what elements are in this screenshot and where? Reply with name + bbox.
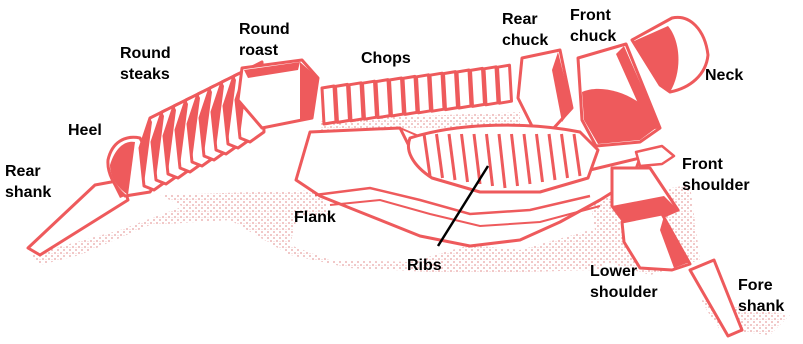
chop-slice	[484, 67, 498, 105]
label-rear-shank: Rear	[5, 163, 41, 180]
cut-fore-shank	[690, 260, 742, 336]
label-fore-shank: Fore	[738, 277, 773, 294]
label-front-shoulder: shoulder	[682, 177, 750, 194]
label-rear-shank: shank	[5, 184, 51, 201]
chop-slice	[417, 75, 431, 113]
chop-slice	[403, 76, 417, 114]
chop-slice	[430, 73, 444, 111]
cut-front-shoulder	[612, 146, 678, 222]
cut-rear-chuck	[518, 50, 572, 130]
chop-slice	[376, 80, 390, 118]
label-front-chuck: Front	[570, 7, 612, 24]
chop-slice	[363, 81, 377, 119]
label-lower-shoulder: Lower	[590, 263, 637, 280]
chop-slice	[498, 65, 512, 103]
chop-slice	[349, 83, 363, 121]
label-flank: Flank	[294, 209, 336, 226]
chop-slice	[444, 72, 458, 110]
label-fore-shank: shank	[738, 298, 784, 315]
label-rear-chuck: Rear	[502, 11, 538, 28]
label-ribs: Ribs	[407, 257, 442, 274]
label-front-chuck: chuck	[570, 28, 616, 45]
chop-slice	[336, 84, 350, 122]
cut-neck	[632, 17, 708, 92]
chop-slice	[322, 86, 336, 124]
chop-slice	[457, 70, 471, 108]
label-neck: Neck	[705, 67, 743, 84]
label-round-steaks: Round	[120, 45, 171, 62]
label-round-steaks: steaks	[120, 66, 170, 83]
label-front-shoulder: Front	[682, 156, 724, 173]
label-rear-chuck: chuck	[502, 32, 548, 49]
chop-slice	[390, 78, 404, 116]
label-lower-shoulder: shoulder	[590, 284, 658, 301]
label-round-roast: roast	[239, 42, 279, 59]
label-heel: Heel	[68, 122, 102, 139]
label-round-roast: Round	[239, 21, 290, 38]
label-chops: Chops	[361, 50, 411, 67]
chop-slice	[471, 68, 485, 106]
